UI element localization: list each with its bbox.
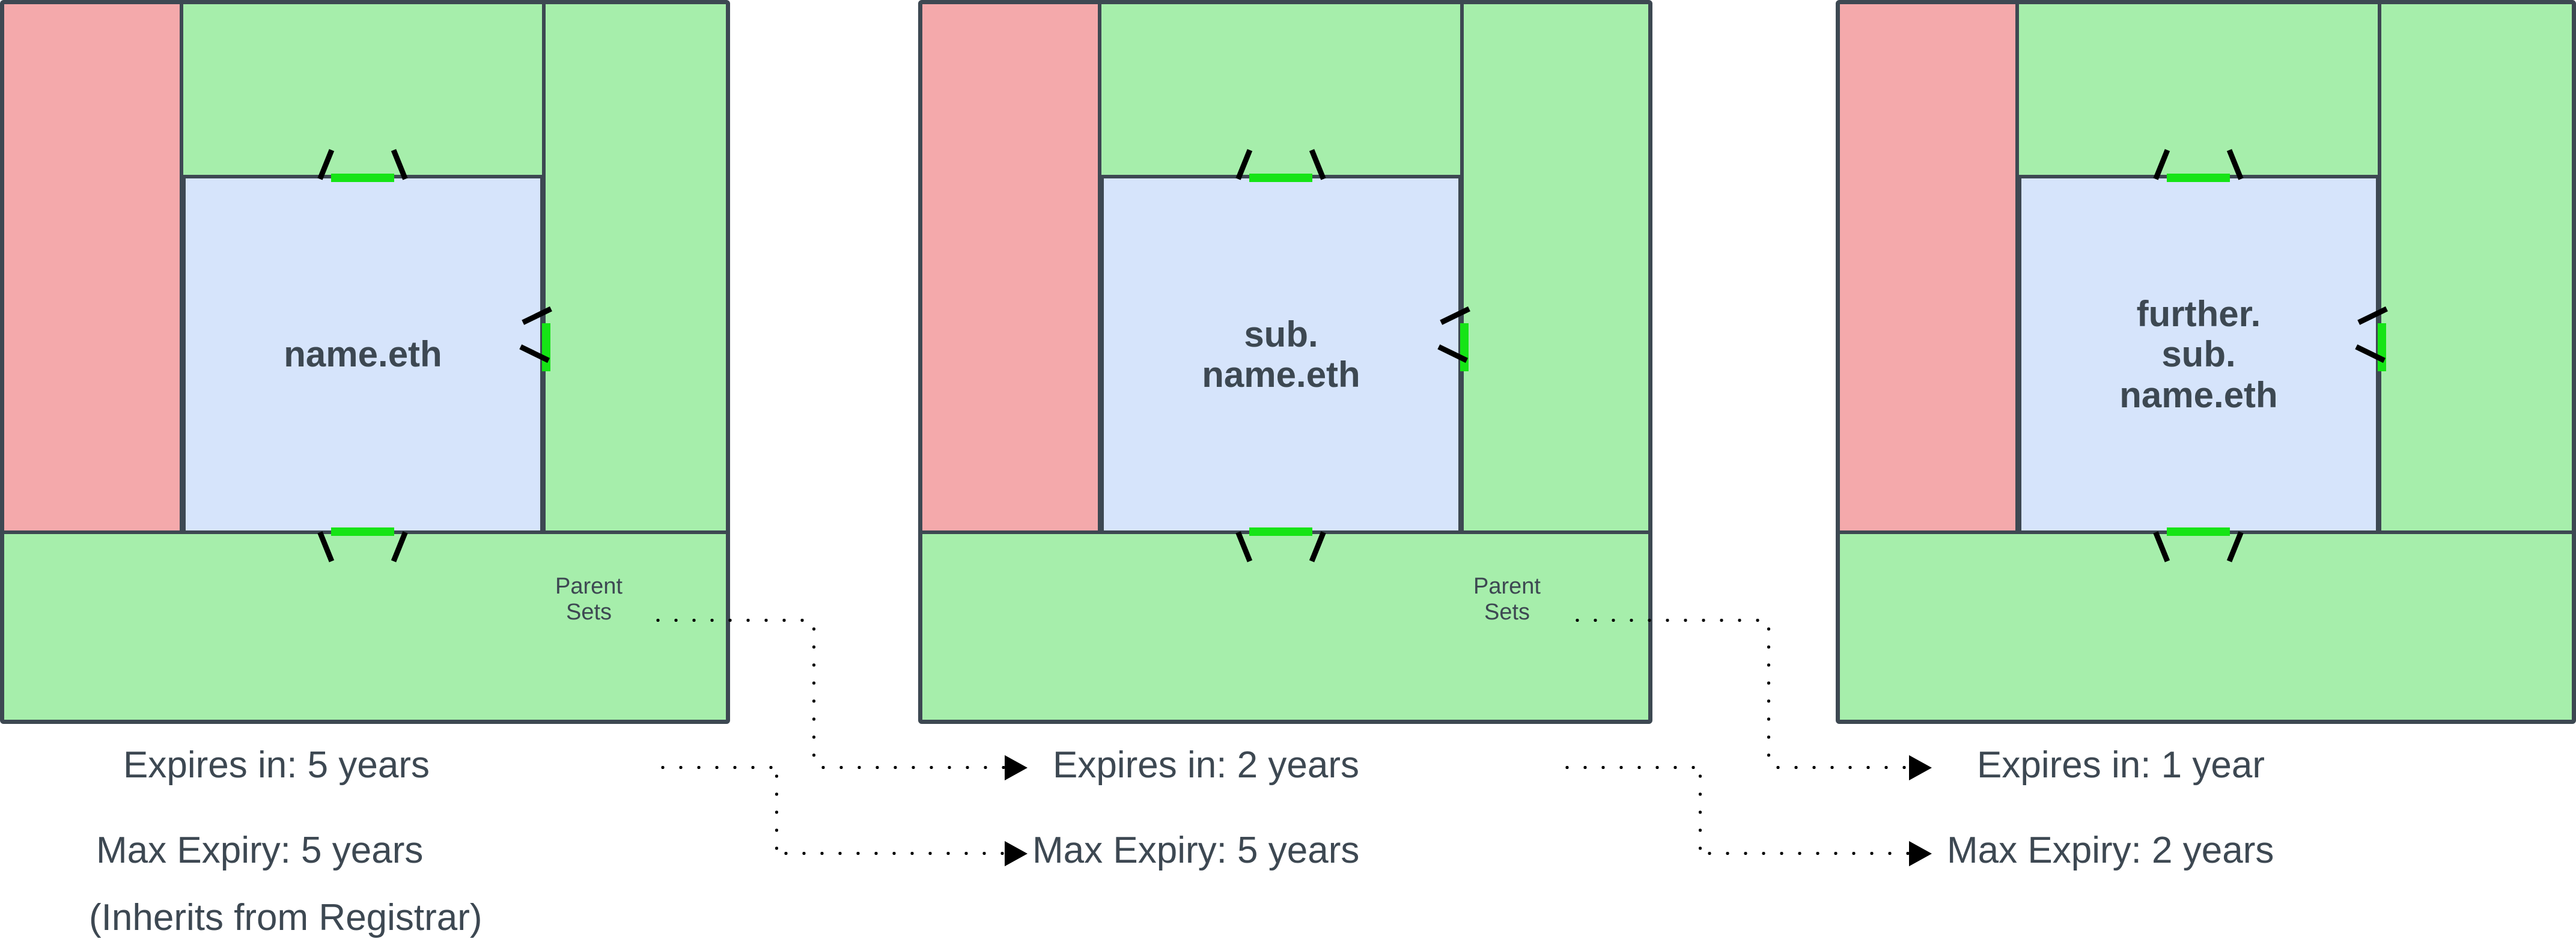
wrapper-right-region <box>2380 4 2572 532</box>
connector-expires-1-v <box>773 767 780 853</box>
connector-expires-1-h2 <box>777 850 1023 857</box>
connector-parentsets-1-h2 <box>814 764 1025 771</box>
name-label: further. sub. name.eth <box>2119 294 2278 415</box>
arrow-right-icon-expires-3 <box>1909 755 1932 780</box>
wrapper-right-region <box>1462 4 1648 532</box>
max-expiry-label-1: Max Expiry: 5 years <box>96 830 424 871</box>
gate-icon-bottom <box>182 527 544 564</box>
inherits-note-label-1: (Inherits from Registrar) <box>89 897 483 938</box>
wrapper-bottom-region <box>922 532 1648 720</box>
panel-border <box>918 0 1652 724</box>
connector-parentsets-2-h1 <box>1568 617 1773 624</box>
gate-icon-right <box>1435 288 1495 421</box>
name-label: name.eth <box>284 334 442 375</box>
parent-sets-label: Parent Sets <box>555 574 623 625</box>
registrar-red-region <box>922 4 1100 532</box>
gate-icon-top <box>1100 145 1462 182</box>
panel-border <box>1836 0 2576 724</box>
registrar-red-region <box>1840 4 2018 532</box>
connector-parentsets-2-h2 <box>1769 764 1928 771</box>
max-expiry-label-3: Max Expiry: 2 years <box>1947 830 2274 871</box>
connector-parentsets-2-v <box>1765 620 1772 767</box>
divider-right-vertical <box>542 4 546 532</box>
gate-icon-bottom <box>2018 527 2380 564</box>
connector-expires-2-v <box>1697 767 1704 853</box>
divider-red-green-vertical <box>2015 4 2019 532</box>
gate-icon-top <box>182 145 544 182</box>
registrar-red-region <box>4 4 182 532</box>
expires-label-1: Expires in: 5 years <box>123 744 430 786</box>
name-label: sub. name.eth <box>1202 314 1360 395</box>
expires-label-3: Expires in: 1 year <box>1977 744 2265 786</box>
arrow-right-icon-maxexpiry-2 <box>1005 841 1028 866</box>
max-expiry-label-2: Max Expiry: 5 years <box>1032 830 1360 871</box>
connector-expires-2-h2 <box>1701 850 1929 857</box>
name-box[interactable]: sub. name.eth <box>1100 175 1462 534</box>
gate-icon-top <box>2018 145 2380 182</box>
panel-border <box>0 0 730 724</box>
wrapper-right-region <box>544 4 726 532</box>
wrapper-top-region <box>1100 4 1462 178</box>
divider-right-vertical <box>2378 4 2381 532</box>
wrapper-bottom-region <box>1840 532 2572 720</box>
wrapper-top-region <box>2018 4 2380 178</box>
expires-label-2: Expires in: 2 years <box>1053 744 1359 786</box>
connector-parentsets-1-h1 <box>649 617 817 624</box>
connector-parentsets-1-v <box>811 620 817 767</box>
gate-icon-bottom <box>1100 527 1462 564</box>
wrapper-bottom-region <box>4 532 726 720</box>
panel-name-eth: name.eth Parent Sets <box>0 0 730 724</box>
divider-red-green-vertical <box>180 4 183 532</box>
connector-expires-2-h1 <box>1558 764 1705 771</box>
parent-sets-label: Parent Sets <box>1473 574 1541 625</box>
connector-expires-1-h1 <box>654 764 783 771</box>
divider-red-green-vertical <box>1098 4 1101 532</box>
arrow-right-icon-maxexpiry-3 <box>1909 841 1932 866</box>
panel-sub-name-eth: sub. name.eth Parent Sets <box>918 0 1652 724</box>
name-box[interactable]: further. sub. name.eth <box>2018 175 2380 534</box>
panel-further-sub-name-eth: further. sub. name.eth <box>1836 0 2576 724</box>
divider-right-vertical <box>1460 4 1464 532</box>
wrapper-top-region <box>182 4 544 178</box>
gate-icon-right <box>2352 288 2413 421</box>
arrow-right-icon-expires-2 <box>1005 755 1028 780</box>
gate-icon-right <box>517 288 577 421</box>
